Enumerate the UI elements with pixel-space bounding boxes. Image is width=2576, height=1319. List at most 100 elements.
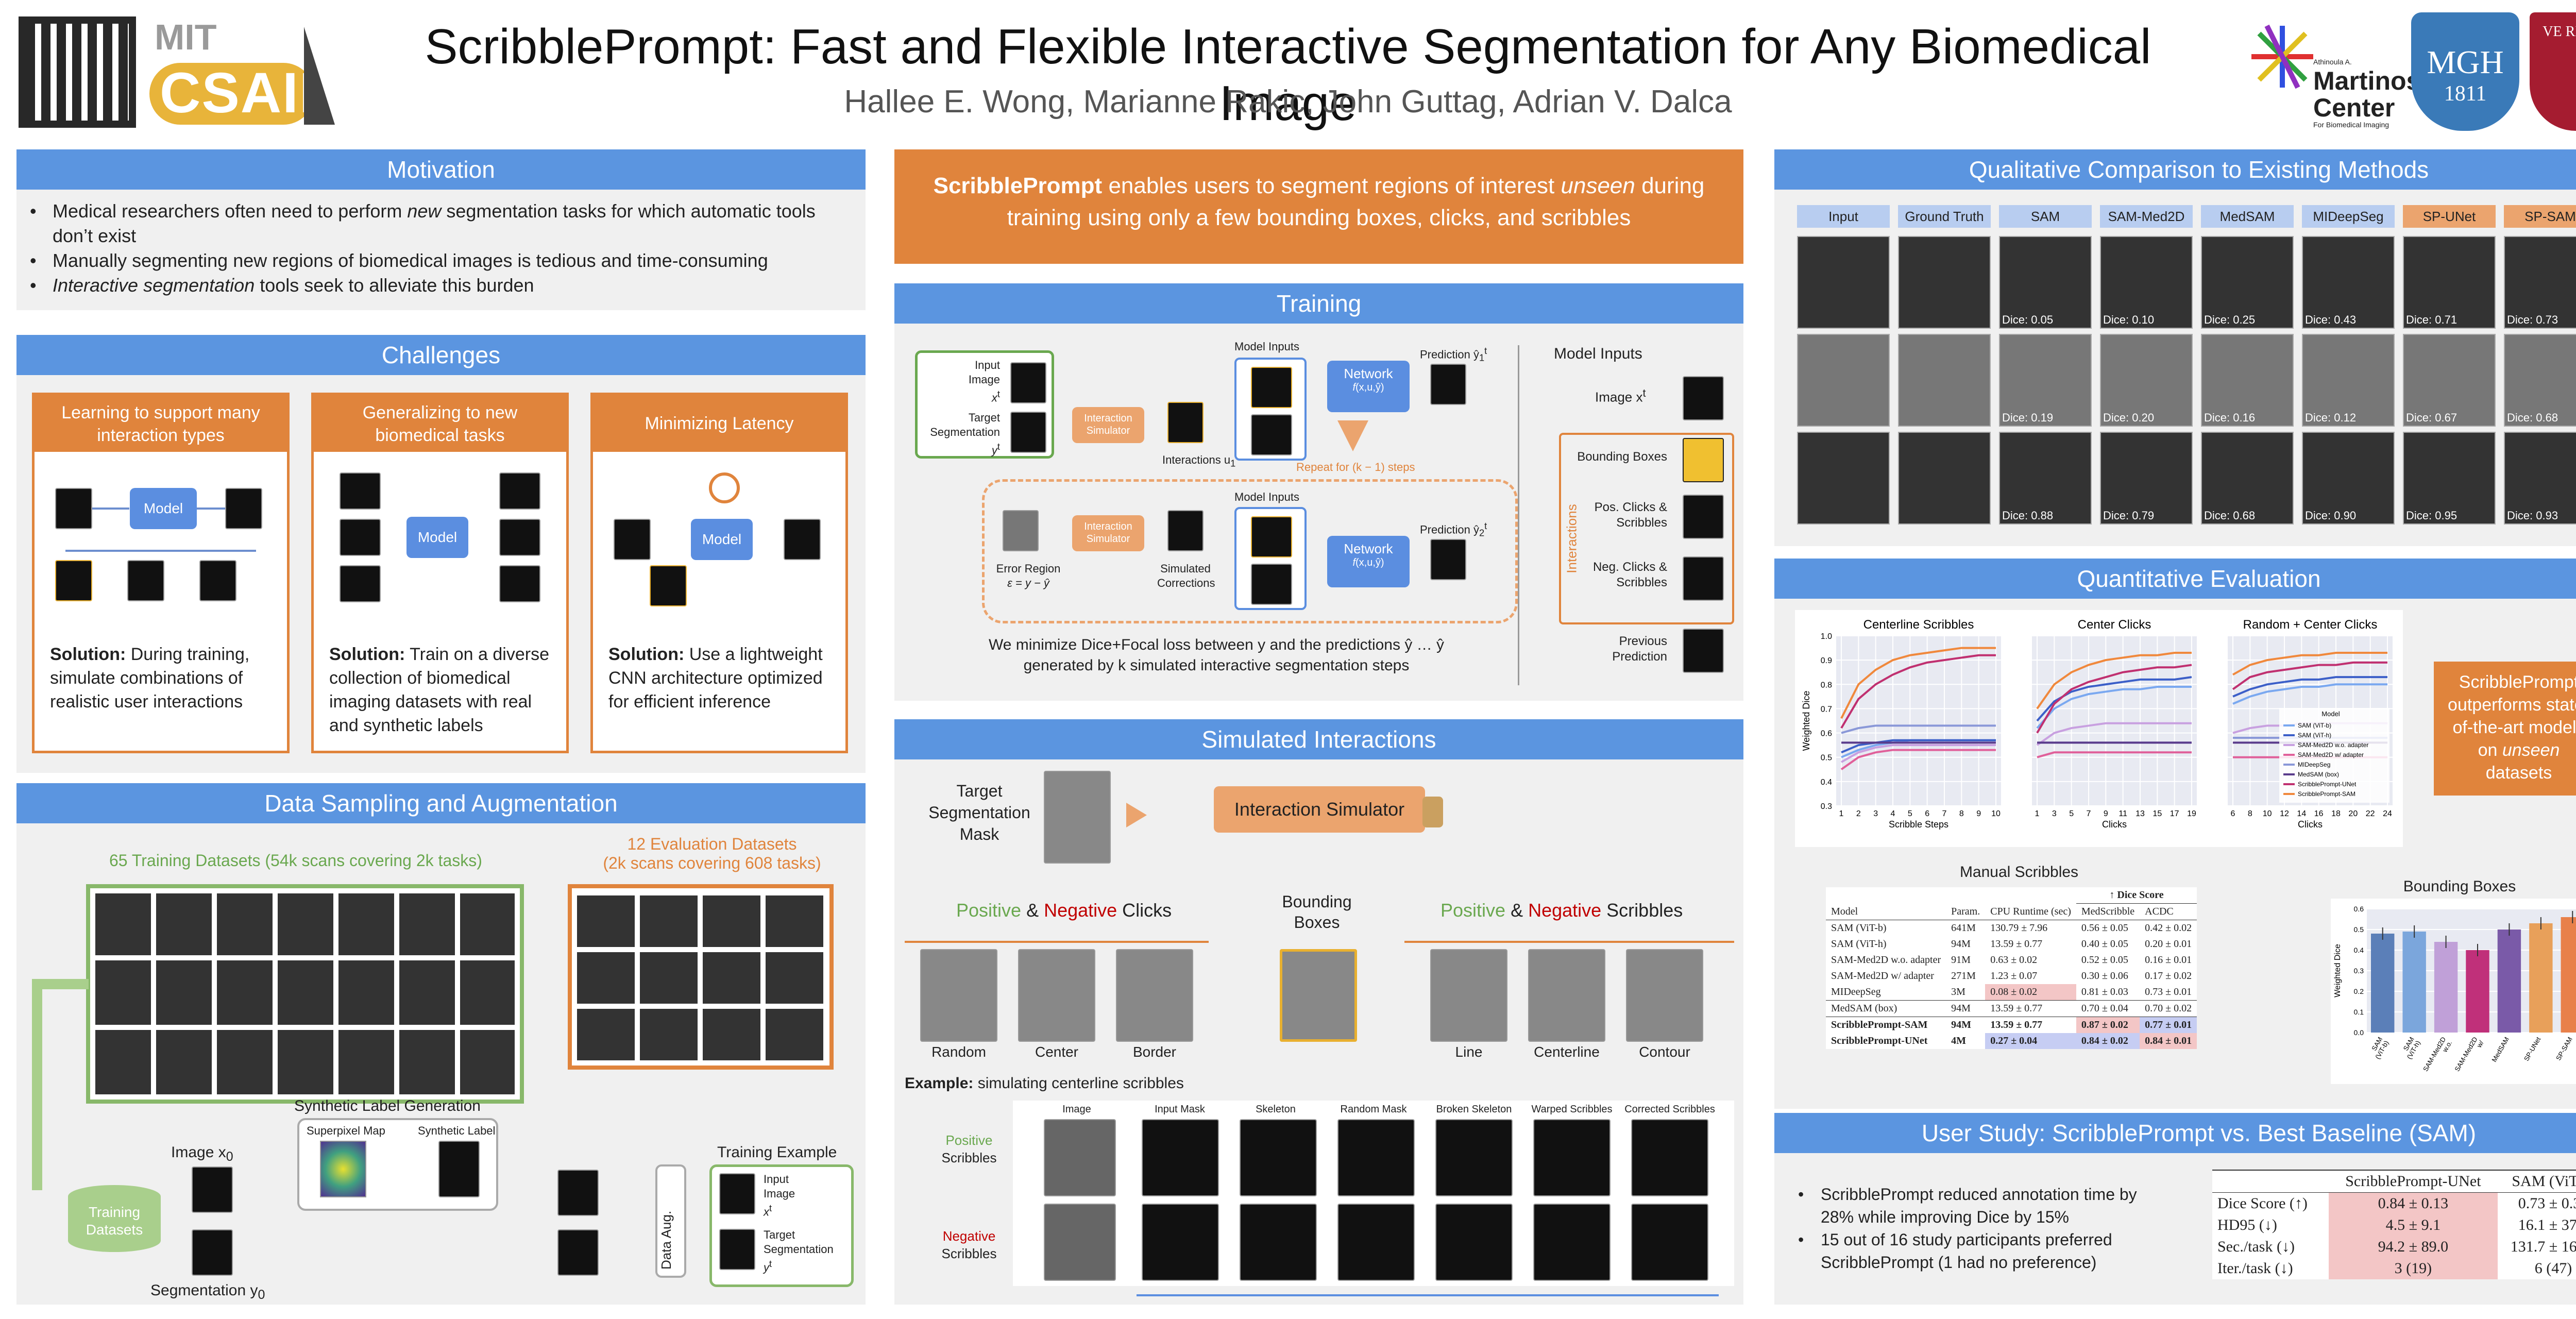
table-cell: 0.63 ± 0.02 (1990, 954, 2038, 966)
bbox-thumbnail (55, 560, 92, 601)
series-line (2232, 661, 2387, 690)
target-mask-thumbnail (1044, 771, 1111, 864)
qual-thumbnail: Dice: 0.73 (2504, 236, 2576, 329)
prediction-thumbnail (225, 488, 262, 529)
mi-image-thumbnail (1683, 376, 1724, 420)
click-random-thumbnail (920, 949, 997, 1042)
table-cell: 0.81 ± 0.03 (2081, 986, 2128, 997)
table-header: CPU Runtime (sec) (1990, 905, 2071, 917)
y-tick-label: 0.4 (2354, 946, 2364, 954)
qual-col-header: Input (1797, 205, 1890, 228)
prediction-label: Prediction ŷ1t (1420, 345, 1487, 363)
prediction-thumbnail (1430, 364, 1466, 405)
qual-title: Qualitative Comparison to Existing Metho… (1774, 149, 2576, 190)
table-cell: 0.56 ± 0.05 (2081, 922, 2128, 934)
scribble-contour-thumbnail (1626, 949, 1703, 1042)
x-tick-label: 10 (1991, 809, 2001, 818)
martinos-line1: Athinoula A. (2313, 58, 2352, 66)
x-tick-label: 2 (1856, 809, 1861, 818)
model-box: Model (130, 488, 197, 529)
table-cell: 3 (19) (2328, 1258, 2498, 1279)
user-panel: User Study: ScribblePrompt vs. Best Base… (1774, 1113, 2576, 1305)
table-cell: 131.7 ± 168.5 (2510, 1238, 2576, 1255)
sim-panel: Simulated Interactions Target Segmentati… (894, 719, 1743, 1305)
dice-label: Dice: 0.88 (2002, 509, 2054, 522)
banner: ScribblePrompt enables users to segment … (894, 149, 1743, 264)
eval-datasets-title: 12 Evaluation Datasets(2k scans covering… (603, 835, 821, 872)
dice-label: Dice: 0.71 (2406, 313, 2458, 326)
martinos-star-icon (2251, 24, 2313, 89)
mgh-name: MGH (2427, 44, 2504, 80)
robot-icon (1422, 797, 1443, 827)
interaction-simulator-box-2: Interaction Simulator (1072, 515, 1144, 551)
qual-col-header: MedSAM (2201, 205, 2294, 228)
train-target-thumbnail (1010, 412, 1046, 453)
martinos-logo: Athinoula A. Martinos Center For Biomedi… (2246, 21, 2420, 134)
qual-thumbnail (1797, 236, 1890, 329)
click-label: Center (1035, 1044, 1079, 1060)
table-header: ScribblePrompt-UNet (2345, 1173, 2481, 1190)
example-thumbnail (1533, 1204, 1611, 1281)
dice-label: Dice: 0.16 (2204, 411, 2256, 424)
train-datasets-title: 65 Training Datasets (54k scans covering… (109, 851, 482, 870)
table-cell: 94M (1951, 1003, 1971, 1014)
progress-arrow (1137, 1294, 1719, 1296)
x-tick-label: 14 (2297, 809, 2306, 818)
pos-neg-scribbles-title: Positive & Negative Scribbles (1440, 900, 1683, 921)
eval-datasets-grid (568, 884, 834, 1070)
example-thumbnail (1044, 1204, 1116, 1281)
dice-label: Dice: 0.73 (2507, 313, 2558, 326)
x-tick-label: 7 (2087, 809, 2091, 818)
legend-item: SAM (ViT-b) (2298, 722, 2331, 729)
click-thumbnail (127, 560, 164, 601)
y-tick-label: 0.5 (2354, 925, 2364, 934)
csail-logo: MIT CSAIL (149, 11, 355, 130)
mi-pos-thumbnail (1683, 495, 1724, 539)
x-tick-label: 9 (1976, 809, 1981, 818)
stopwatch-icon (709, 472, 740, 503)
table-cell: SAM (ViT-h) (1831, 938, 1887, 950)
title-bold: ScribblePrompt (425, 19, 763, 74)
motivation-bullet: Manually segmenting new regions of biome… (16, 248, 851, 273)
table-cell: 0.27 ± 0.04 (1985, 1033, 2076, 1049)
table-header: MedScribble (2081, 906, 2135, 917)
qr-code-icon[interactable] (19, 16, 136, 128)
dice-label: Dice: 0.79 (2103, 509, 2155, 522)
example-thumbnail (1631, 1119, 1708, 1196)
dice-label: Dice: 0.05 (2002, 313, 2054, 326)
x-tick-label: SAM-Med2Dw.o. (2421, 1036, 2453, 1076)
example-thumbnail (1240, 1119, 1317, 1196)
motivation-panel: Motivation Medical researchers often nee… (16, 149, 866, 310)
legend-item: SAM (ViT-h) (2298, 732, 2331, 739)
series-line (2036, 652, 2192, 709)
table-cell: 94.2 ± 89.0 (2328, 1236, 2498, 1258)
example-col: Corrected Scribbles (1624, 1104, 1715, 1115)
legend-item: SAM-Med2D w.o. adapter (2298, 741, 2368, 749)
table-cell: 0.84 ± 0.02 (2076, 1033, 2140, 1049)
table-cell: 0.70 ± 0.02 (2145, 1003, 2192, 1014)
scribble-centerline-thumbnail (1528, 949, 1605, 1042)
model-inputs-stack-2 (1234, 507, 1307, 610)
scribble-line-thumbnail (1430, 949, 1507, 1042)
stack-thumbnail (1251, 414, 1292, 455)
model-box: Model (406, 517, 468, 558)
y-tick-label: 0.2 (2354, 987, 2364, 995)
mi-image-label: Image xt (1595, 386, 1646, 405)
table-cell: 0.87 ± 0.02 (2076, 1017, 2140, 1033)
synth-title: Synthetic Label Generation (294, 1097, 481, 1114)
table-header: ACDC (2145, 906, 2174, 917)
x-tick-label: 10 (2263, 809, 2272, 818)
xray-thumbnail (340, 519, 381, 556)
y-tick-label: 0.8 (1821, 681, 1832, 689)
interactions-thumbnail (1167, 402, 1204, 443)
